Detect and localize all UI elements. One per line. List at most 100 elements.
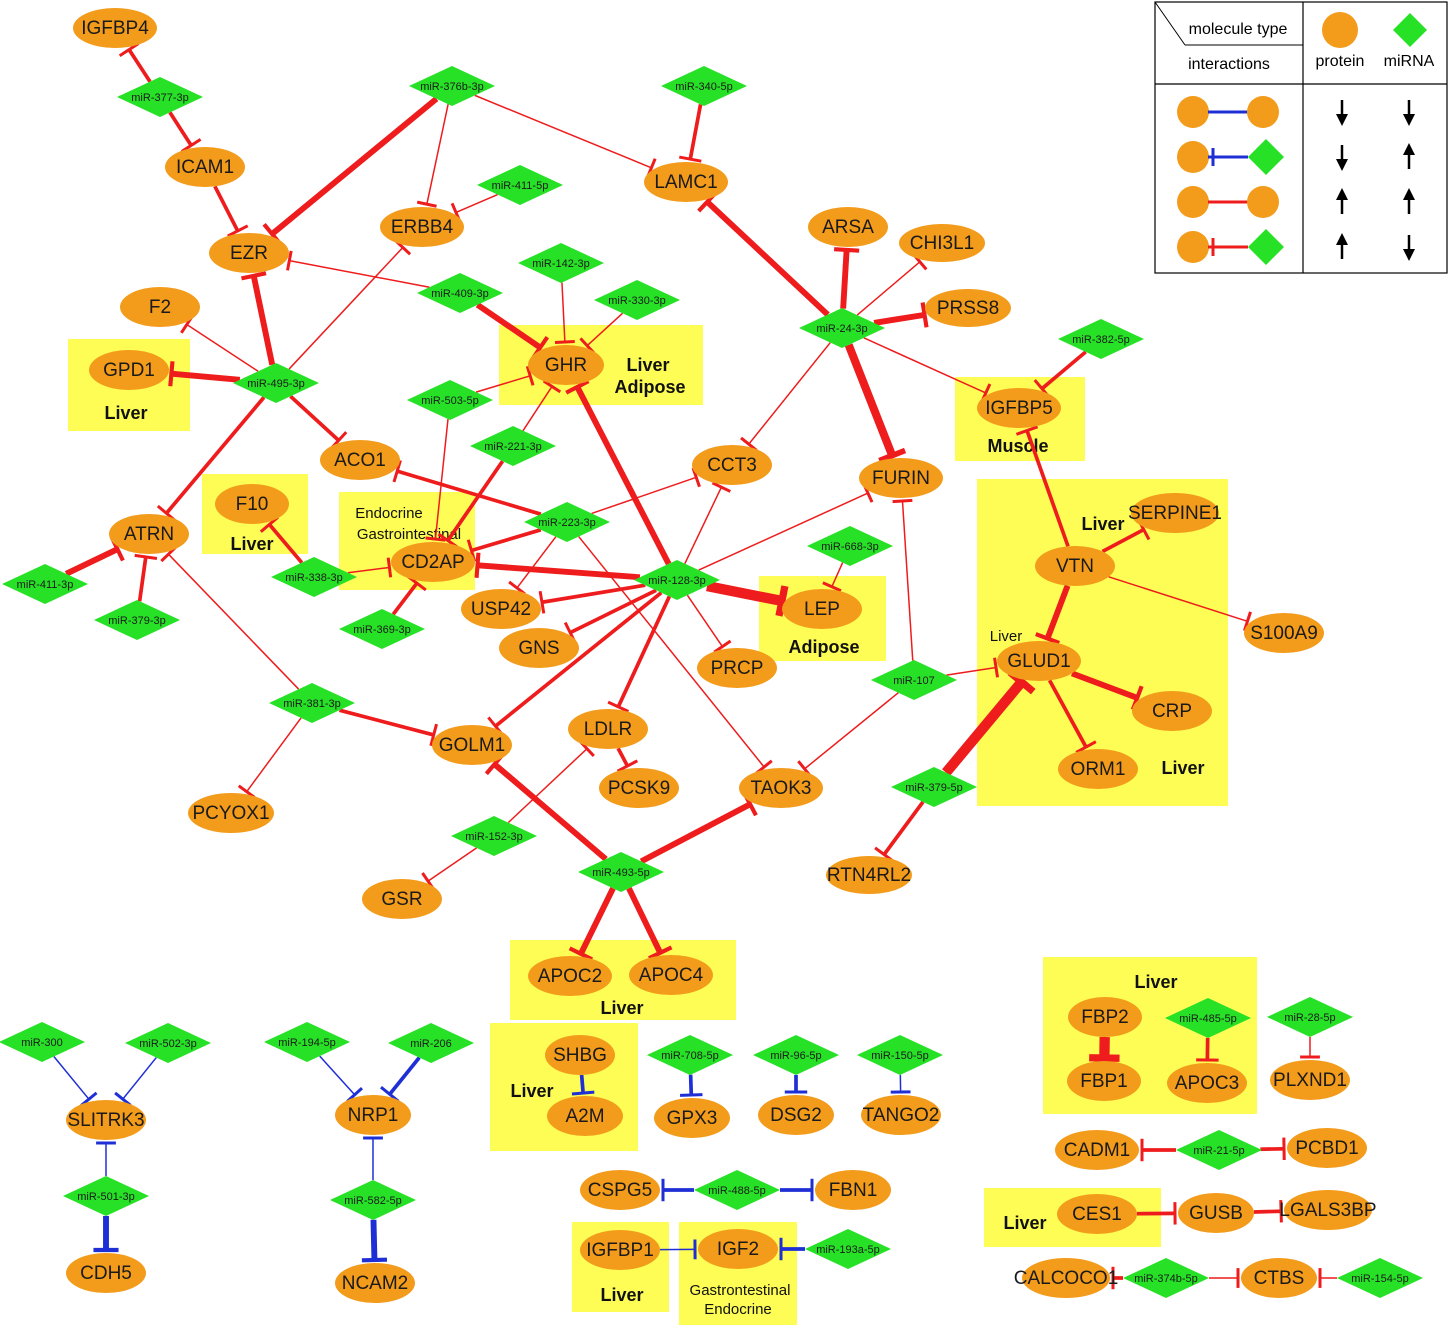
protein-node[interactable]: IGFBP5 [977,388,1061,428]
protein-node[interactable]: CHI3L1 [899,224,985,262]
protein-node[interactable]: CRP [1132,691,1212,731]
mirna-node[interactable]: miR-300 [0,1022,85,1062]
protein-node[interactable]: GSR [362,879,442,919]
mirna-node[interactable]: miR-376b-3p [409,66,495,106]
protein-node[interactable]: SERPINE1 [1128,493,1222,533]
mirna-node[interactable]: miR-377-3p [117,77,203,117]
mirna-node[interactable]: miR-330-3p [594,280,680,320]
mirna-node[interactable]: miR-708-5p [647,1035,733,1075]
protein-node[interactable]: VTN [1035,546,1115,586]
mirna-node[interactable]: miR-340-5p [661,66,747,106]
mirna-node[interactable]: miR-154-5p [1337,1258,1423,1298]
protein-node[interactable]: GLUD1 [997,641,1081,681]
protein-node[interactable]: PRSS8 [925,289,1011,327]
mirna-node[interactable]: miR-411-5p [477,165,563,205]
mirna-node[interactable]: miR-582-5p [330,1180,416,1220]
mirna-node[interactable]: miR-223-3p [524,502,610,542]
protein-node[interactable]: LDLR [568,709,648,749]
protein-node[interactable]: ARSA [808,207,888,247]
protein-node[interactable]: PLXND1 [1270,1060,1350,1100]
mirna-node[interactable]: miR-488-5p [694,1170,780,1210]
mirna-node[interactable]: miR-501-3p [63,1176,149,1216]
protein-node[interactable]: A2M [547,1096,623,1136]
protein-node[interactable]: ORM1 [1058,749,1138,789]
mirna-node[interactable]: miR-194-5p [264,1022,350,1062]
protein-node[interactable]: APOC4 [629,955,713,995]
mirna-node[interactable]: miR-221-3p [470,426,556,466]
protein-node[interactable]: NCAM2 [335,1263,415,1303]
mirna-node[interactable]: miR-379-5p [891,767,977,807]
mirna-node[interactable]: miR-28-5p [1267,997,1353,1037]
protein-node[interactable]: CSPG5 [580,1170,660,1210]
mirna-node[interactable]: miR-485-5p [1165,998,1251,1038]
protein-node[interactable]: GHR [528,345,604,385]
mirna-node[interactable]: miR-382-5p [1058,319,1144,359]
protein-node[interactable]: APOC3 [1167,1063,1247,1103]
protein-node[interactable]: FURIN [859,458,943,498]
protein-node[interactable]: SHBG [545,1035,615,1075]
protein-node[interactable]: SLITRK3 [66,1100,146,1140]
protein-node[interactable]: EZR [209,233,289,273]
protein-node[interactable]: GNS [499,628,579,668]
protein-node[interactable]: IGFBP4 [73,8,157,48]
protein-node[interactable]: PCYOX1 [188,793,274,833]
protein-node[interactable]: CTBS [1241,1258,1317,1298]
protein-node[interactable]: TANGO2 [861,1095,941,1135]
mirna-node[interactable]: miR-206 [388,1023,474,1063]
mirna-node[interactable]: miR-493-5p [578,852,664,892]
protein-node[interactable]: PCBD1 [1287,1128,1367,1168]
protein-node[interactable]: DSG2 [758,1095,834,1135]
mirna-node[interactable]: miR-495-3p [233,363,319,403]
protein-node[interactable]: IGFBP1 [580,1230,660,1270]
mirna-node[interactable]: miR-128-3p [634,560,720,600]
protein-node[interactable]: LAMC1 [644,162,728,202]
mirna-node[interactable]: miR-150-5p [857,1035,943,1075]
mirna-node[interactable]: miR-193a-5p [805,1229,891,1269]
protein-node[interactable]: S100A9 [1244,613,1324,653]
protein-node[interactable]: CD2AP [391,542,475,582]
protein-node[interactable]: RTN4RL2 [826,856,912,894]
mirna-node[interactable]: miR-502-3p [125,1023,211,1063]
protein-node[interactable]: GPX3 [654,1098,730,1138]
protein-node[interactable]: CALCOCO1 [1014,1258,1119,1298]
protein-node[interactable]: ACO1 [320,440,400,480]
mirna-node[interactable]: miR-152-3p [451,816,537,856]
protein-node[interactable]: FBN1 [815,1170,891,1210]
mirna-node[interactable]: miR-338-3p [271,557,357,597]
mirna-node[interactable]: miR-381-3p [269,683,355,723]
protein-node[interactable]: ICAM1 [165,147,245,187]
mirna-node[interactable]: miR-21-5p [1176,1130,1262,1170]
protein-node[interactable]: ERBB4 [380,207,464,247]
protein-node[interactable]: LGALS3BP [1279,1190,1377,1230]
protein-node[interactable]: CCT3 [692,445,772,485]
protein-node[interactable]: FBP1 [1067,1061,1141,1101]
protein-node[interactable]: PCSK9 [599,768,679,808]
mirna-node[interactable]: miR-668-3p [807,526,893,566]
protein-node[interactable]: APOC2 [528,956,612,996]
mirna-node[interactable]: miR-142-3p [518,243,604,283]
protein-node[interactable]: CADM1 [1055,1130,1139,1170]
mirna-node[interactable]: miR-379-3p [94,600,180,640]
protein-node[interactable]: LEP [782,589,862,629]
mirna-node[interactable]: miR-503-5p [407,380,493,420]
protein-node[interactable]: F10 [215,484,289,524]
protein-node[interactable]: TAOK3 [739,768,823,808]
mirna-node[interactable]: miR-107 [871,660,957,700]
mirna-node[interactable]: miR-24-3p [799,308,885,348]
mirna-node[interactable]: miR-374b-5p [1123,1258,1209,1298]
mirna-node[interactable]: miR-369-3p [339,609,425,649]
protein-node[interactable]: ATRN [109,514,189,554]
protein-node[interactable]: GOLM1 [432,725,512,765]
protein-node[interactable]: CES1 [1057,1194,1137,1234]
protein-node[interactable]: CDH5 [66,1253,146,1293]
mirna-node[interactable]: miR-409-3p [417,273,503,313]
mirna-node[interactable]: miR-96-5p [753,1035,839,1075]
protein-node[interactable]: USP42 [461,589,541,629]
protein-node[interactable]: GUSB [1178,1193,1254,1233]
protein-node[interactable]: GPD1 [89,350,169,390]
protein-node[interactable]: IGF2 [698,1229,778,1269]
protein-node[interactable]: F2 [120,287,200,327]
mirna-node[interactable]: miR-411-3p [2,564,88,604]
protein-node[interactable]: PRCP [697,648,777,688]
protein-node[interactable]: NRP1 [335,1095,411,1135]
